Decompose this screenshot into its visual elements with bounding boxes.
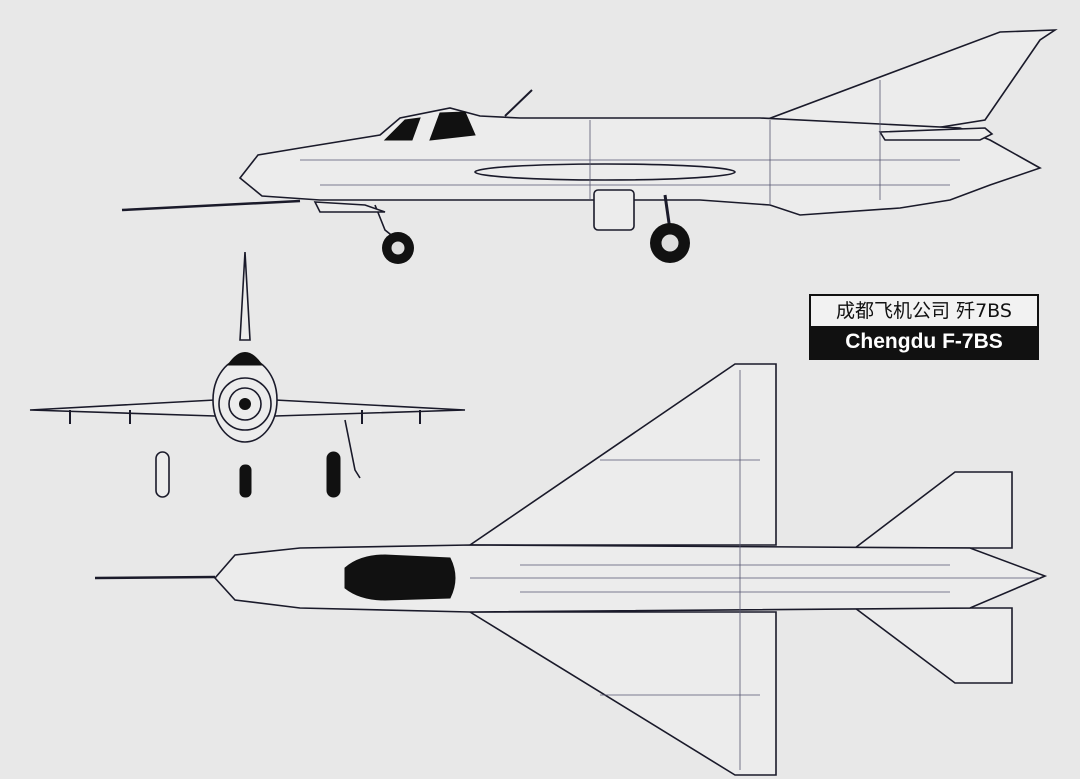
pitot-tube-top [94, 575, 216, 580]
canopy-rear [429, 111, 476, 141]
vertical-fin [759, 29, 1058, 129]
top-view [94, 363, 1048, 776]
fuselage-top [213, 544, 1048, 613]
ventral-pod [593, 189, 635, 231]
title-chinese: 成都飞机公司 歼7BS [836, 300, 1012, 322]
side-view [121, 29, 1058, 264]
title-english: Chengdu F-7BS [811, 326, 1037, 358]
front-view [29, 251, 466, 498]
nose-wheel-front [239, 464, 252, 498]
canopy-top [344, 554, 456, 601]
wing-lower [467, 611, 777, 776]
title-label: 成都飞机公司 歼7BS Chengdu F-7BS [809, 294, 1039, 360]
horizontal-tail-side [878, 127, 994, 141]
fuel-tank-side [474, 163, 736, 181]
h-tail-upper [852, 471, 1013, 549]
front-fin [239, 251, 251, 341]
drop-tank-left [155, 451, 170, 498]
pitot-tube [121, 199, 301, 212]
h-tail-lower [852, 607, 1013, 684]
wing-upper [467, 363, 777, 546]
front-canopy [227, 352, 263, 366]
canopy [383, 117, 421, 141]
wheel-right [326, 451, 341, 498]
antenna [504, 89, 533, 117]
